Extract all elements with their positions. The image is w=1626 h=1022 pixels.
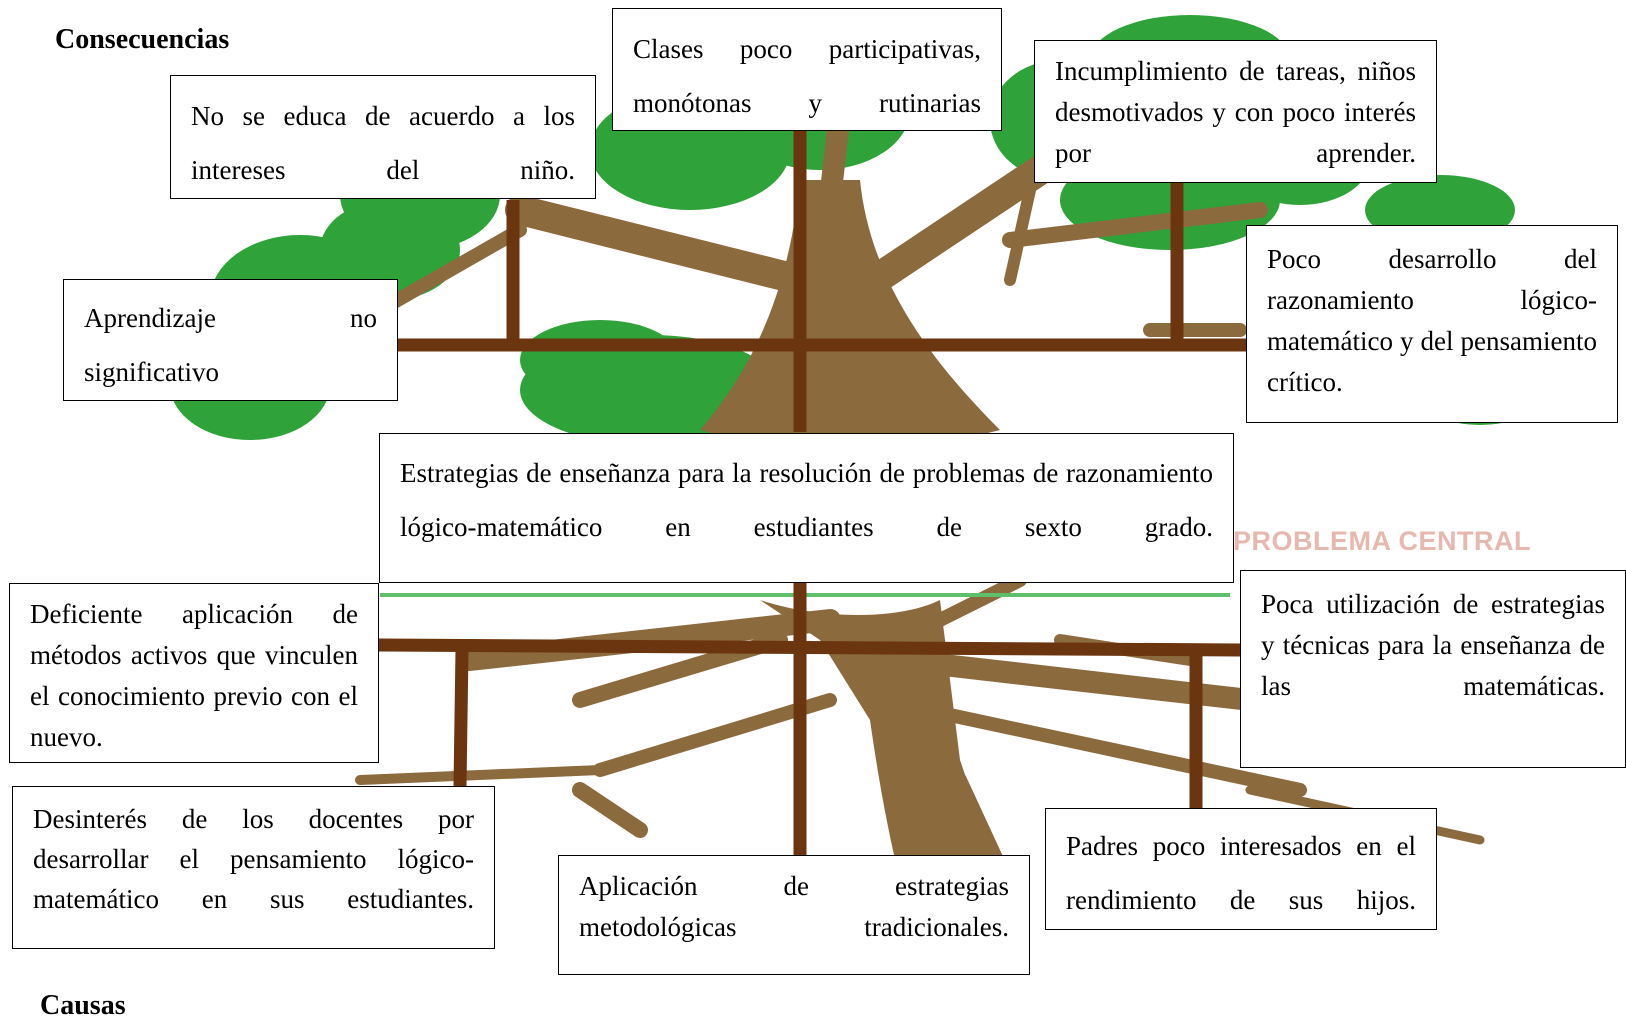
connector-lines [377,130,1250,855]
cause-box: Aplicación de estrategias metodológicas … [558,855,1030,975]
consequence-box: Clases poco participativas, monótonas y … [612,8,1002,131]
consequence-box: No se educa de acuerdo a los intereses d… [170,75,596,199]
cause-box: Desinterés de los docentes por desarroll… [12,786,495,949]
cause-box: Padres poco interesados en el rendimient… [1045,808,1437,930]
cause-box: Deficiente aplicación de métodos activos… [9,583,379,763]
trunk-and-branches [355,99,1485,917]
consequence-box: Aprendizaje no significativo [63,279,398,401]
central-problem-watermark: /PROBLEMA CENTRAL [1225,526,1531,556]
consequences-heading: Consecuencias [55,24,230,55]
consequence-box: Incumplimiento de tareas, niños desmotiv… [1034,40,1437,183]
causes-heading: Causas [40,990,126,1021]
cause-box: Poca utilización de estrategias y técnic… [1240,570,1626,768]
consequence-box: Poco desarrollo del razonamiento lógico-… [1246,225,1618,423]
central-problem-box: Estrategias de enseñanza para la resoluc… [379,433,1234,583]
